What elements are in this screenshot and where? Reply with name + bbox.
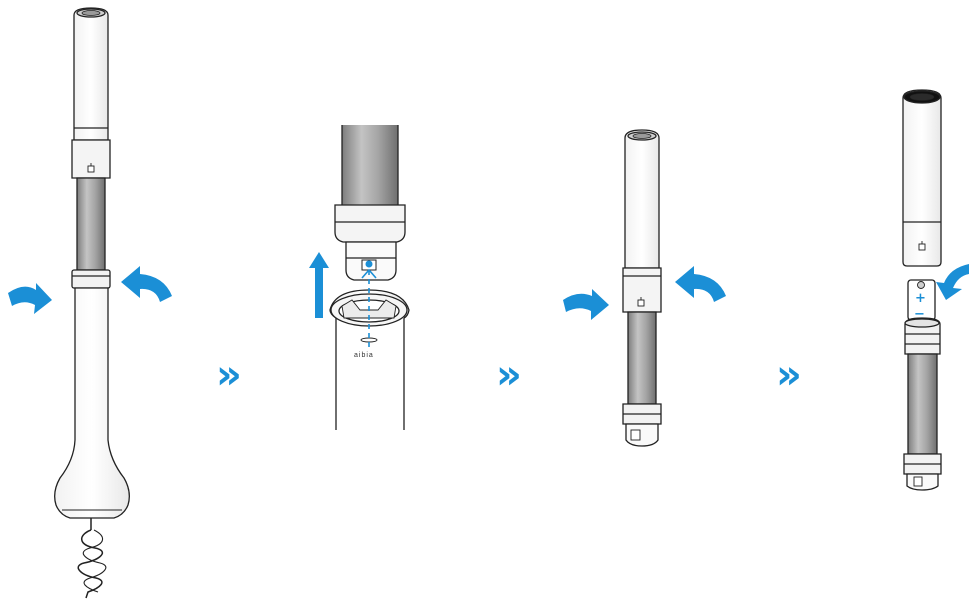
step-3-panel xyxy=(622,129,662,447)
battery-minus-sign: − xyxy=(914,307,925,322)
inner-tube xyxy=(907,353,938,455)
inner-tube xyxy=(76,177,106,271)
inner-tube xyxy=(627,311,657,405)
step-1-panel: aibia xyxy=(54,7,130,599)
top-cap xyxy=(624,129,660,269)
rotate-right-arrow-icon xyxy=(121,266,172,302)
top-cap xyxy=(73,7,109,141)
double-chevron-right-icon: » xyxy=(496,352,522,398)
battery-plus-sign: + xyxy=(915,291,926,306)
rotate-right-arrow-icon xyxy=(936,264,969,300)
twist-ring xyxy=(71,269,111,289)
lock-collar xyxy=(622,267,662,313)
lock-icon xyxy=(918,241,926,251)
lock-collar xyxy=(71,139,111,179)
handle-lower-body xyxy=(335,318,405,430)
engraving-label: aibia xyxy=(354,352,374,359)
upper-collar xyxy=(334,204,406,243)
lock-icon xyxy=(637,297,645,307)
handle-upper-tube xyxy=(342,125,398,205)
top-cap xyxy=(902,89,942,267)
handle-body xyxy=(54,287,130,519)
double-chevron-right-icon: » xyxy=(776,352,802,398)
rotate-left-arrow-icon xyxy=(563,289,609,320)
pull-up-arrow-icon xyxy=(309,252,329,318)
double-chevron-right-icon: » xyxy=(216,352,242,398)
rotate-right-arrow-icon xyxy=(675,266,726,302)
step-4-panel xyxy=(902,89,942,491)
lock-icon xyxy=(87,163,95,173)
step-2-panel: aibia xyxy=(329,125,410,430)
rotate-left-arrow-icon xyxy=(8,283,52,314)
corkscrew-worm xyxy=(77,518,107,599)
